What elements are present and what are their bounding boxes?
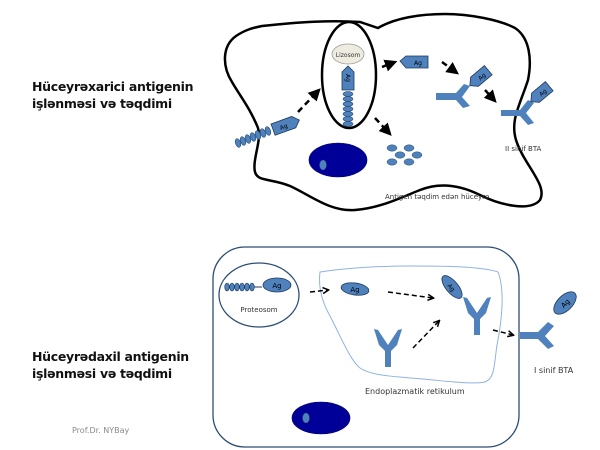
proteasome: [218, 262, 300, 328]
peptide-in-er: Ag: [340, 282, 370, 296]
lysosome: [331, 43, 365, 65]
heading-line-2: işlənməsi və təqdimi: [32, 366, 172, 381]
antigen-label: Ag: [446, 283, 457, 294]
bound-antigen: Ag: [469, 65, 493, 87]
antigen-label: Ag: [350, 286, 359, 294]
bound-antigen: Ag: [553, 291, 577, 315]
top-diagram-extracellular: Ag Lizosom Ag Ag: [223, 12, 554, 212]
er-label: Endoplazmatik retikulum: [365, 387, 465, 396]
author-credit: Prof.Dr. NYBay: [72, 426, 130, 435]
arrow-mhc-assembly: [412, 321, 439, 349]
endoplasmic-reticulum: [319, 265, 503, 384]
cell-outline: [212, 246, 520, 448]
antigen-label: Ag: [344, 74, 351, 82]
peptide-fragments: [386, 144, 423, 166]
mhc-class-2-internal: Ag: [436, 65, 493, 108]
protein-chain: [234, 126, 272, 148]
arrow-processed: [381, 59, 398, 72]
antigen-label: Ag: [538, 88, 549, 99]
apc-cell-label: Antigen təqdim edən hüceyrə: [385, 193, 489, 201]
bound-antigen: Ag: [530, 81, 554, 103]
incoming-antigen: Ag: [234, 116, 300, 148]
protein-chain: [224, 282, 262, 292]
arrow-to-er: [309, 290, 328, 292]
mhc-class-2-label: II sinif BTA: [505, 145, 542, 153]
mhc-class-1-empty: [374, 329, 402, 367]
antigen-in-proteasome: Ag: [262, 277, 292, 293]
heading-line-1: Hüceyrədaxil antigenin: [32, 349, 189, 364]
nucleolus: [302, 412, 310, 424]
antigen-label: Ag: [414, 60, 422, 67]
arrow-to-surface: [492, 329, 513, 335]
internalized-antigen: Ag: [341, 65, 355, 127]
nucleolus: [319, 159, 327, 171]
apc-cell-membrane: [223, 12, 543, 212]
protein-chain: [342, 91, 354, 127]
mhc-class-2-surface: Ag: [501, 81, 554, 125]
heading-intracellular-processing: Hüceyrədaxil antigenin işlənməsi və təqd…: [32, 348, 189, 382]
arrow-uptake: [297, 88, 321, 113]
arrow-peptide-loading: [387, 291, 433, 298]
heading-line-1: Hüceyrəxarici antigenin: [32, 79, 194, 94]
nucleus: [291, 401, 351, 435]
antigen-label: Ag: [279, 123, 289, 132]
antigen-label: Ag: [477, 72, 488, 83]
arrow-to-surface: [483, 89, 497, 103]
lysosome-label: Lizosom: [336, 52, 361, 59]
processed-antigen: Ag: [399, 55, 429, 69]
heading-extracellular-processing: Hüceyrəxarici antigenin işlənməsi və təq…: [32, 78, 194, 112]
antigen-tag: Ag: [270, 116, 300, 136]
mhc-class-1-surface: Ag: [520, 291, 577, 349]
antigen-label: Ag: [272, 282, 281, 290]
mhc-class-1-loaded: Ag: [441, 275, 491, 335]
bound-antigen: Ag: [441, 275, 463, 299]
heading-line-2: işlənməsi və təqdimi: [32, 96, 172, 111]
bottom-diagram-intracellular: Ag Proteosom Ag Ag: [212, 246, 577, 448]
arrow-degradation: [374, 117, 392, 136]
proteasome-label: Proteosom: [240, 306, 277, 314]
nucleus: [308, 142, 368, 178]
arrow-to-mhc: [441, 60, 460, 75]
mhc-class-1-label: I sinif BTA: [534, 366, 574, 375]
